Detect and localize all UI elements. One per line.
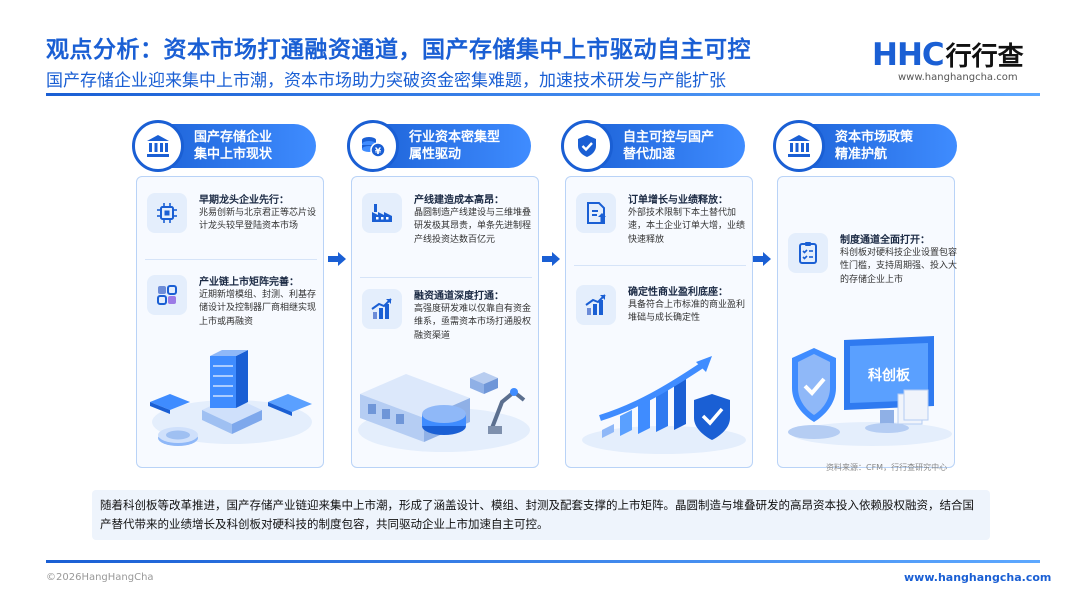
star-market-illustration: 科创板 xyxy=(788,336,952,446)
logo-mark: HHC xyxy=(872,37,945,73)
column-panel: 制度通道全面打开： 科创板对硬科技企业设置包容性门槛，支持周期强、投入大的存储企… xyxy=(777,176,957,468)
bank-icon xyxy=(132,120,184,172)
logo-name: 行行查 xyxy=(945,42,1024,72)
summary-box: 随着科创板等改革推进，国产存储产业链迎来集中上市潮，形成了涵盖设计、模组、封测及… xyxy=(92,490,990,540)
header-rule xyxy=(46,93,1040,96)
footer-rule xyxy=(46,560,1040,563)
column-title-pill: 国产存储企业 集中上市现状 xyxy=(132,120,316,172)
item-heading: 早期龙头企业先行： xyxy=(199,195,289,206)
page-subtitle: 国产存储企业迎来集中上市潮，资本市场助力突破资金密集难题，加速技术研发与产能扩张 xyxy=(46,71,726,91)
source-note: 资料来源：CFM，行行查研究中心 xyxy=(826,463,948,472)
grid-icon xyxy=(147,275,187,315)
svg-text:¥: ¥ xyxy=(375,147,382,157)
bank-icon xyxy=(773,120,825,172)
arrow-right-icon xyxy=(542,252,560,266)
coins-icon: ¥ xyxy=(347,120,399,172)
item-heading: 产业链上市矩阵完善： xyxy=(199,277,299,288)
summary-text: 随着科创板等改革推进，国产存储产业链迎来集中上市潮，形成了涵盖设计、模组、封测及… xyxy=(100,498,974,531)
column-title: 行业资本密集型 属性驱动 xyxy=(409,130,501,162)
chip-icon xyxy=(147,193,187,233)
logo-url: www.hanghangcha.com xyxy=(898,72,1018,83)
shield-check-icon xyxy=(561,120,613,172)
item-text: 科创板对硬科技企业设置包容性门槛，支持周期强、投入大的存储企业上市 xyxy=(840,248,958,285)
column-title: 国产存储企业 集中上市现状 xyxy=(194,130,273,162)
item-text: 兆易创新与北京君正等芯片设计龙头较早登陆资本市场 xyxy=(199,208,317,232)
bar-chart-up-icon xyxy=(576,285,616,325)
server-chips-illustration xyxy=(150,350,312,446)
brand-logo[interactable]: HHC行行查 www.hanghangcha.com xyxy=(872,36,1042,86)
item-divider xyxy=(574,265,746,266)
arrow-right-icon xyxy=(753,252,771,266)
footer-url-link[interactable]: www.hanghangcha.com xyxy=(904,571,1052,584)
document-up-icon xyxy=(576,193,616,233)
item-text: 高强度研发难以仅靠自有资金维系，亟需资本市场打通股权融资渠道 xyxy=(414,304,532,341)
column-title: 自主可控与国产 替代加速 xyxy=(623,130,715,162)
item-heading: 产线建造成本高昂： xyxy=(414,195,504,206)
item-text: 晶圆制造产线建设与三维堆叠研发极其昂贵，单条先进制程产线投资达数百亿元 xyxy=(414,208,532,245)
item-text: 外部技术限制下本土替代加速，本土企业订单大增，业绩快速释放 xyxy=(628,208,746,245)
bar-chart-up-icon xyxy=(362,289,402,329)
column-title-pill: 资本市场政策 精准护航 xyxy=(773,120,957,172)
checklist-icon xyxy=(788,233,828,273)
item-heading: 确定性商业盈利底座： xyxy=(628,287,728,298)
item-heading: 订单增长与业绩释放： xyxy=(628,195,728,206)
column-title-pill: 自主可控与国产 替代加速 xyxy=(561,120,745,172)
board-label: 科创板 xyxy=(868,367,911,384)
wafer-fab-illustration xyxy=(358,372,530,452)
item-text: 近期新增模组、封测、利基存储设计及控制器厂商相继实现上市或再融资 xyxy=(199,290,317,327)
copyright: ©2026HangHangCha xyxy=(46,572,154,583)
item-heading: 融资通道深度打通： xyxy=(414,291,504,302)
factory-icon xyxy=(362,193,402,233)
item-text: 具备符合上市标准的商业盈利堆础与成长确定性 xyxy=(628,300,746,324)
item-divider xyxy=(360,277,532,278)
arrow-right-icon xyxy=(328,252,346,266)
item-divider xyxy=(145,259,317,260)
column-title-pill: ¥ 行业资本密集型 属性驱动 xyxy=(347,120,531,172)
growth-chart-illustration xyxy=(582,356,746,454)
svg-text:科创板: 科创板 xyxy=(868,367,911,384)
column-title: 资本市场政策 精准护航 xyxy=(835,130,914,162)
page-title: 观点分析：资本市场打通融资通道，国产存储集中上市驱动自主可控 xyxy=(46,37,751,63)
item-heading: 制度通道全面打开： xyxy=(840,235,930,246)
